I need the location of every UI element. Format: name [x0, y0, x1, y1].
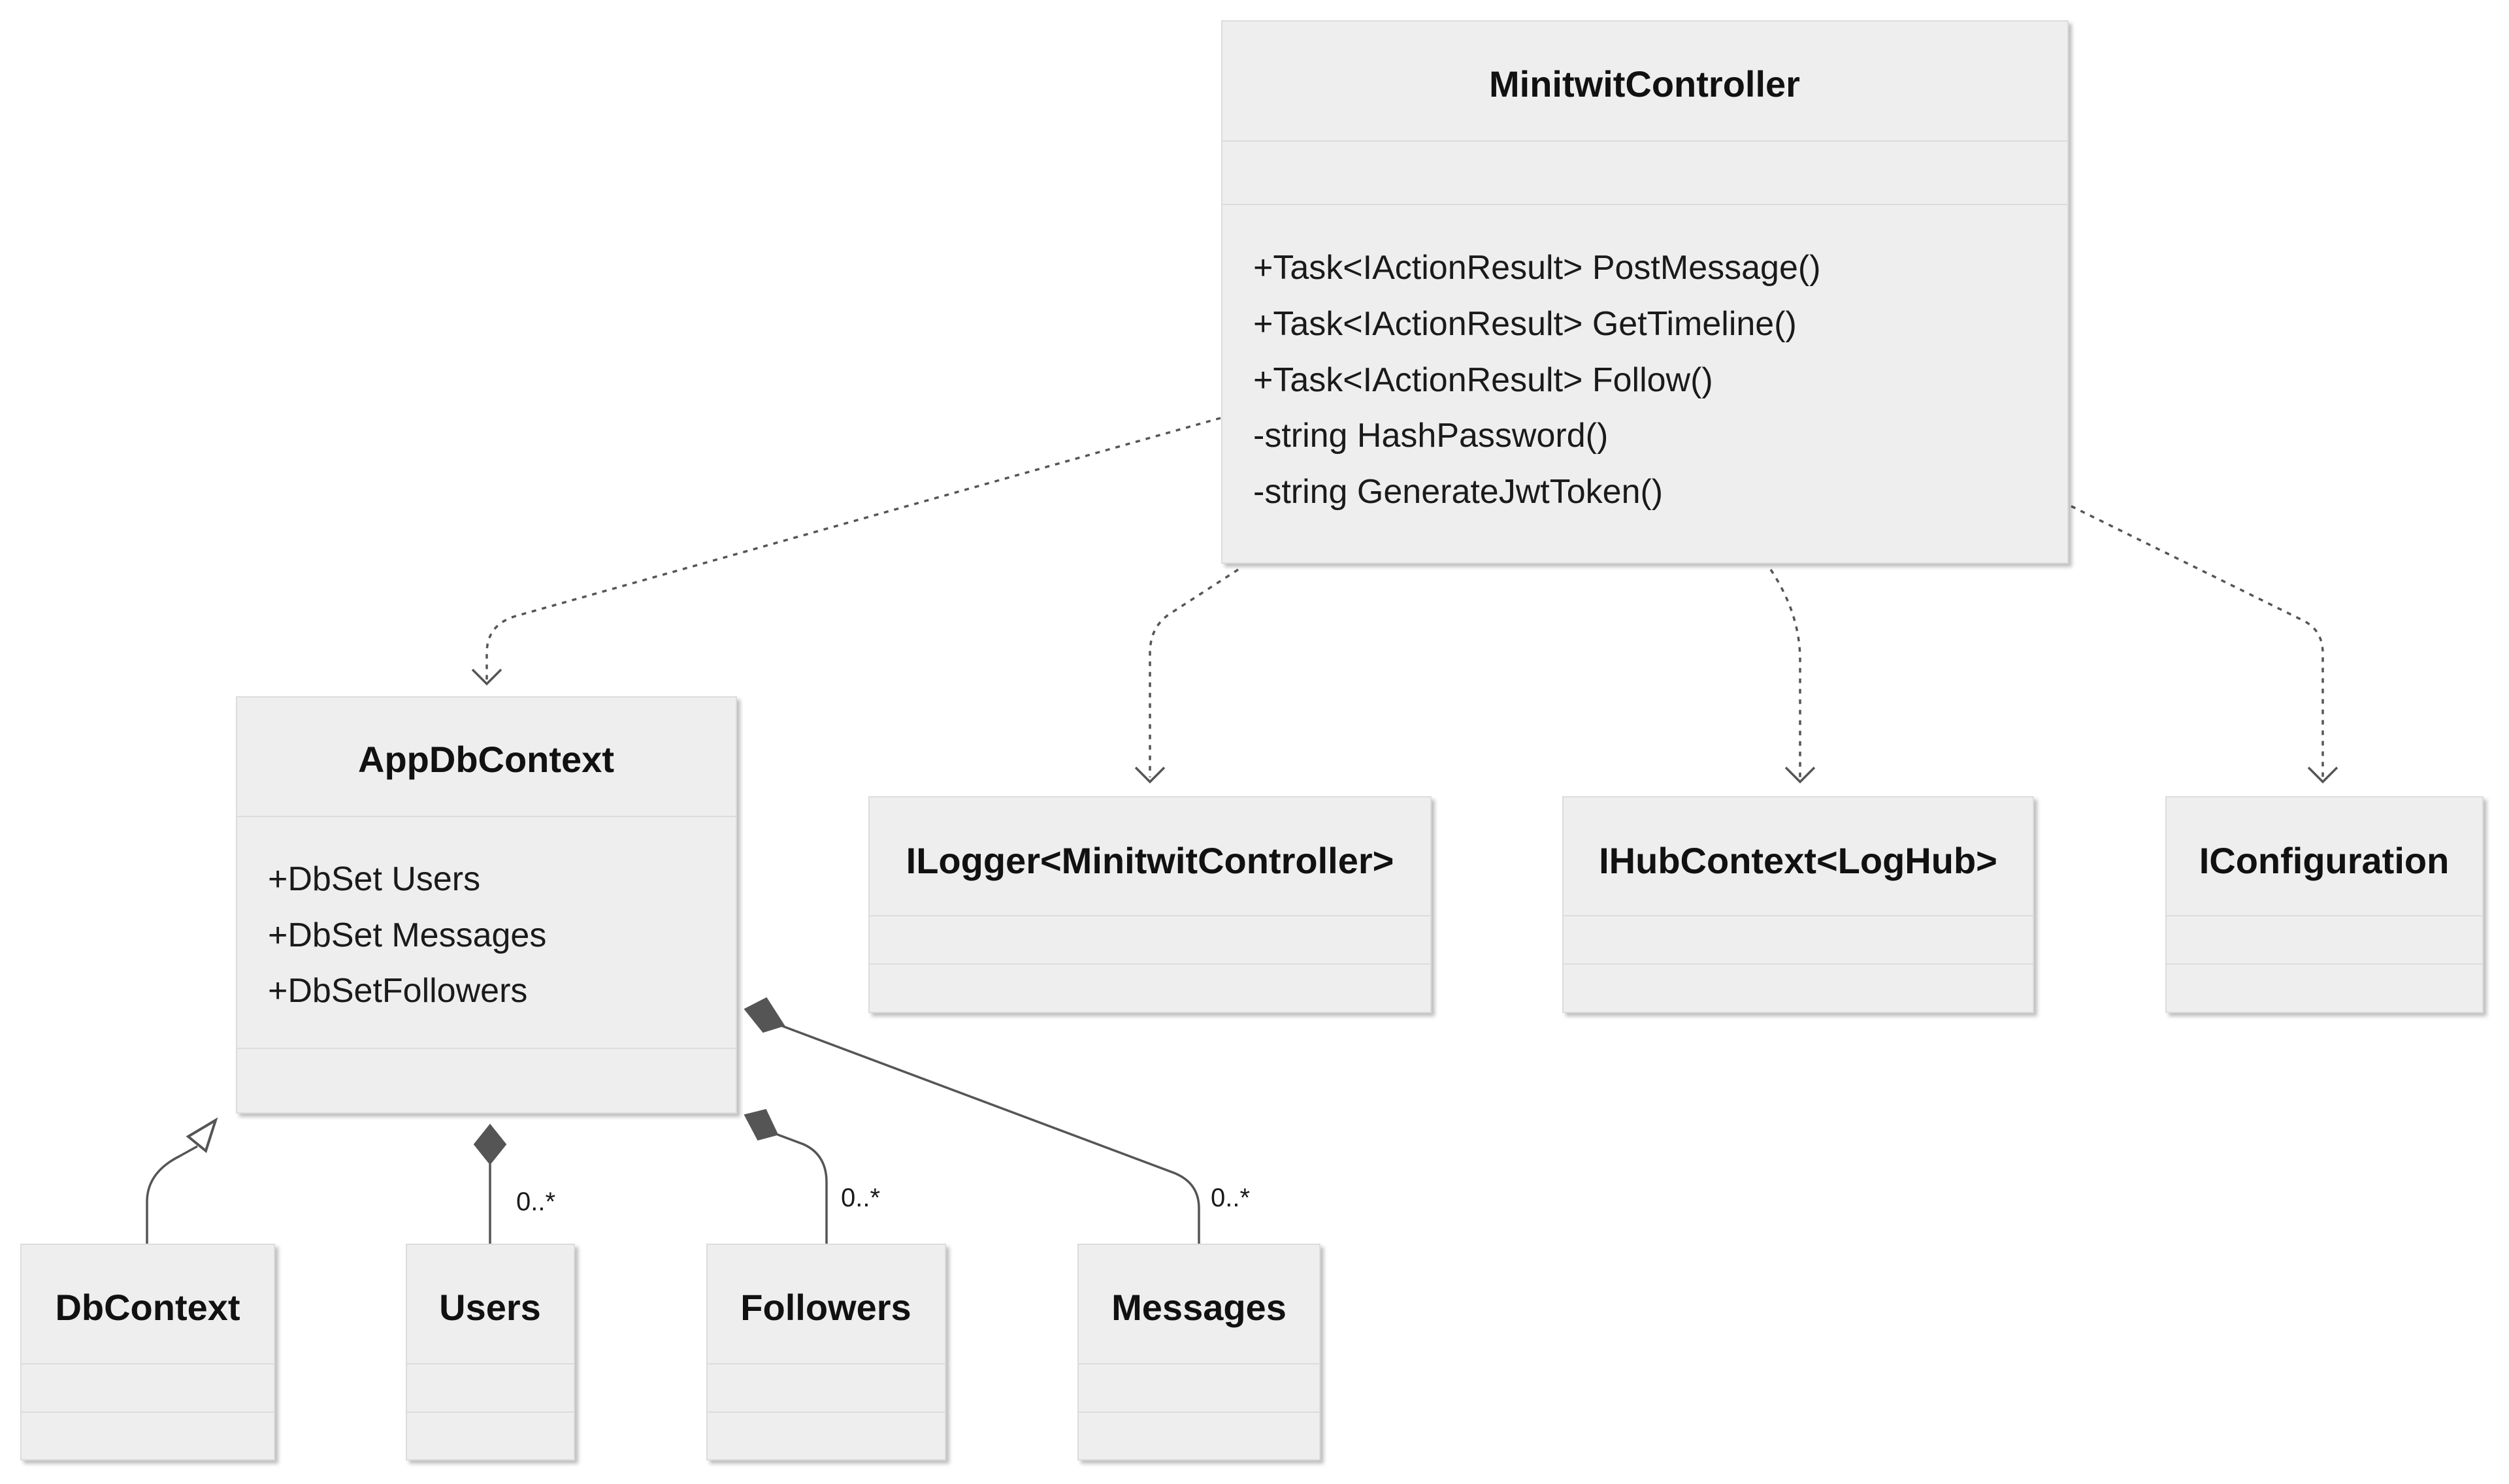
class-users[interactable]: Users [406, 1244, 575, 1460]
class-title: Followers [740, 1287, 911, 1328]
composition-diamond-messages [744, 997, 785, 1033]
attribute-item: +DbSetFollowers [268, 972, 527, 1010]
method-item: +Task<IActionResult> GetTimeline() [1253, 305, 1797, 343]
relationships [146, 417, 2338, 1244]
class-title: DbContext [55, 1287, 240, 1328]
attribute-item: +DbSet Users [268, 860, 480, 898]
class-ihubcontext[interactable]: IHubContext<LogHub> [1562, 796, 2034, 1013]
class-title: Messages [1111, 1287, 1287, 1328]
multiplicity-followers: 0..* [841, 1184, 880, 1212]
multiplicity-users: 0..* [516, 1187, 555, 1216]
class-title: IHubContext<LogHub> [1599, 840, 1997, 881]
inheritance-line [146, 1145, 198, 1244]
dependency-arrowhead-iconfiguration [2307, 766, 2338, 784]
dependency-line-appdbcontext [485, 417, 1221, 681]
method-item: -string GenerateJwtToken() [1253, 473, 1663, 511]
class-dbcontext[interactable]: DbContext [20, 1244, 275, 1460]
class-title: IConfiguration [2199, 840, 2450, 881]
class-title: AppDbContext [358, 739, 614, 780]
attribute-item: +DbSet Messages [268, 916, 546, 954]
dependency-line-ilogger [1149, 568, 1239, 777]
dependency-arrowhead-ilogger [1134, 766, 1166, 784]
composition-diamond-users [473, 1123, 507, 1165]
method-item: +Task<IActionResult> Follow() [1253, 361, 1713, 399]
class-iconfiguration[interactable]: IConfiguration [2165, 796, 2484, 1013]
class-appdbcontext[interactable]: AppDbContext +DbSet Users +DbSet Message… [236, 696, 737, 1114]
class-ilogger[interactable]: ILogger<MinitwitController> [868, 796, 1432, 1013]
dependency-line-iconfiguration [2071, 505, 2324, 777]
method-item: +Task<IActionResult> PostMessage() [1253, 249, 1821, 287]
composition-diamond-followers [744, 1108, 779, 1141]
class-title: Users [439, 1287, 541, 1328]
dependency-arrowhead-ihubcontext [1784, 766, 1816, 784]
multiplicity-messages: 0..* [1211, 1184, 1250, 1212]
dependency-line-ihubcontext [1769, 569, 1801, 777]
inheritance-triangle [186, 1117, 218, 1153]
method-item: -string HashPassword() [1253, 417, 1608, 455]
class-title: MinitwitController [1489, 63, 1800, 105]
composition-line-messages [780, 1024, 1200, 1244]
class-minitwit-controller[interactable]: MinitwitController +Task<IActionResult> … [1221, 20, 2069, 564]
class-title: ILogger<MinitwitController> [906, 840, 1394, 881]
composition-line-followers [777, 1133, 828, 1244]
dependency-arrowhead-appdbcontext [471, 668, 502, 686]
class-followers[interactable]: Followers [706, 1244, 946, 1460]
class-messages[interactable]: Messages [1077, 1244, 1320, 1460]
